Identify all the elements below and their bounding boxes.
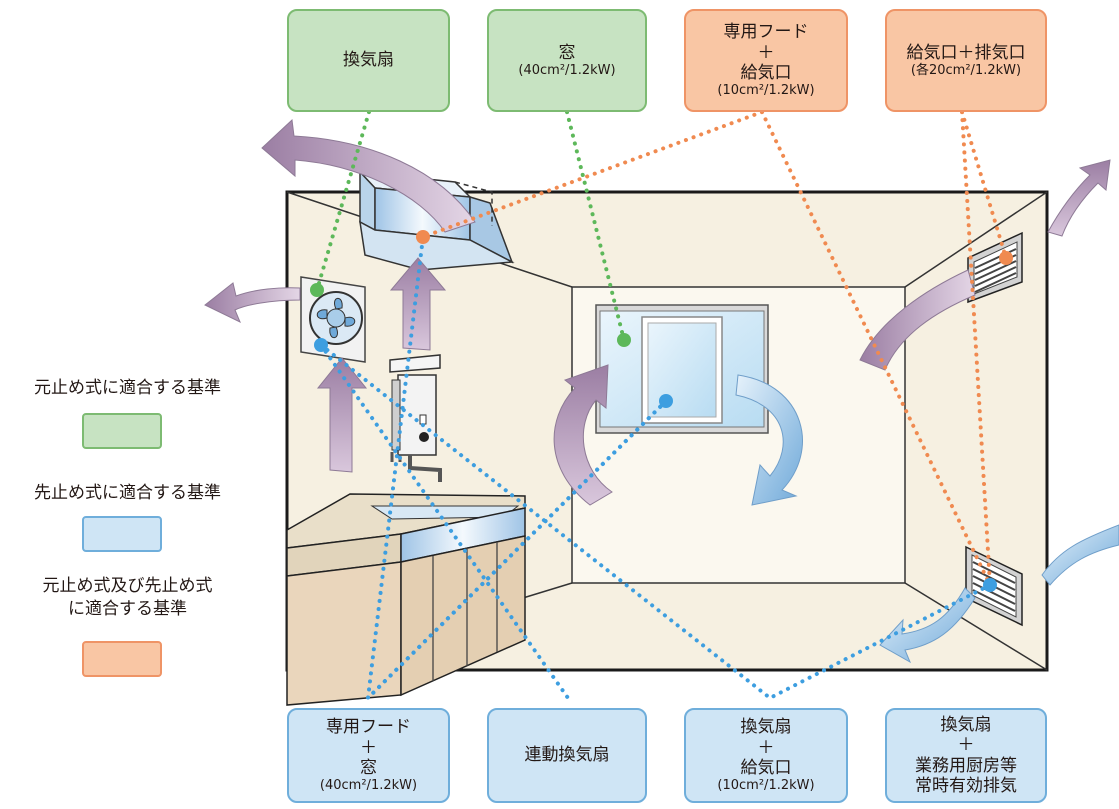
box-fan-plus-commercial: 換気扇 ＋ 業務用厨房等 常時有効排気 (885, 708, 1047, 803)
window (595, 304, 769, 434)
box-linked-fan: 連動換気扇 (487, 708, 647, 803)
box-note: (40cm²/1.2kW) (518, 62, 616, 78)
water-heater (389, 354, 442, 482)
legend-swatch-orange (82, 641, 162, 677)
box-note: (40cm²/1.2kW) (319, 778, 418, 794)
box-line: 専用フード (723, 22, 809, 43)
box-line: 換気扇 (740, 717, 792, 738)
box-exhaust-fan: 換気扇 (287, 9, 450, 112)
box-line: 専用フード (326, 717, 411, 738)
connector-dots (310, 230, 1013, 592)
orange-connectors (421, 110, 1008, 587)
box-line: 換気扇 (343, 50, 394, 71)
box-line: 常時有効排気 (915, 775, 1017, 796)
box-note: (各20cm²/1.2kW) (910, 62, 1022, 78)
box-line: ＋ (957, 735, 975, 756)
box-line: 給気口 (740, 62, 792, 83)
box-line: 給気口＋排気口 (906, 42, 1026, 63)
box-line: ＋ (757, 737, 775, 758)
box-intake-plus-exhaust: 給気口＋排気口 (各20cm²/1.2kW) (885, 9, 1047, 112)
green-connectors (315, 110, 626, 342)
box-note: (10cm²/1.2kW) (717, 778, 815, 794)
legend-label-sakidome: 先止め式に適合する基準 (34, 483, 221, 503)
box-hood-plus-window: 専用フード ＋ 窓 (40cm²/1.2kW) (287, 708, 450, 803)
blue-connectors (319, 235, 992, 704)
box-hood-plus-intake: 専用フード ＋ 給気口 (10cm²/1.2kW) (684, 9, 848, 112)
box-line: 業務用厨房等 (915, 755, 1017, 776)
legend-label-motostome: 元止め式に適合する基準 (34, 378, 221, 398)
wall-exhaust-fan (300, 276, 366, 363)
box-note: (10cm²/1.2kW) (717, 83, 815, 99)
legend-swatch-green (82, 413, 162, 449)
airflow-arrows (204, 118, 1119, 664)
legend-label-both: 元止め式及び先止め式 に適合する基準 (42, 576, 213, 619)
box-window: 窓 (40cm²/1.2kW) (487, 9, 647, 112)
box-line: ＋ (360, 737, 377, 758)
box-line: 給気口 (740, 757, 792, 778)
legend-swatch-blue (82, 516, 162, 552)
box-line: 換気扇 (940, 714, 992, 735)
box-line: 窓 (360, 757, 377, 778)
box-fan-plus-intake: 換気扇 ＋ 給気口 (10cm²/1.2kW) (684, 708, 848, 803)
sink-counter (286, 493, 526, 706)
box-line: 窓 (558, 42, 576, 63)
box-line: ＋ (757, 42, 775, 63)
box-line: 連動換気扇 (524, 745, 610, 766)
